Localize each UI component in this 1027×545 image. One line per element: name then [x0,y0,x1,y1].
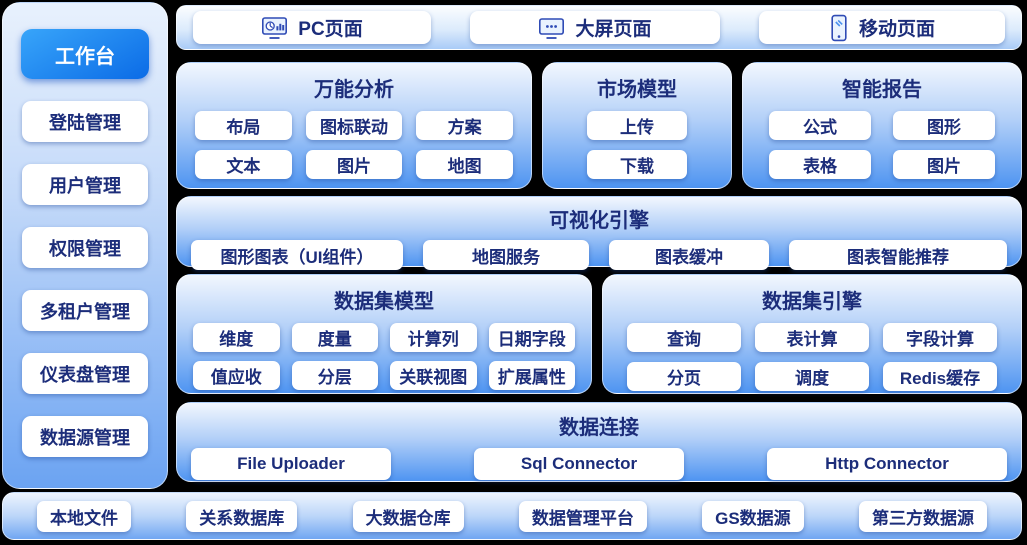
table-button[interactable]: 表格 [769,150,871,179]
mobile-page-label: 移动页面 [858,19,935,40]
linked-view-button[interactable]: 关联视图 [390,361,477,390]
data-management-platform-button[interactable]: 数据管理平台 [518,500,647,532]
main-area: PC页面 大屏页面 移动页面 [176,0,1022,545]
smart-report-panel: 智能报告 公式 图形 表格 图片 [742,62,1022,189]
query-button[interactable]: 查询 [627,323,741,352]
dataset-model-panel: 数据集模型 维度 度量 计算列 日期字段 值应收 分层 关联视图 扩展属性 [176,274,592,394]
viz-engine-panel: 可视化引擎 图形图表（UI组件） 地图服务 图表缓冲 图表智能推荐 [176,196,1022,270]
map-button[interactable]: 地图 [416,150,513,179]
upload-button[interactable]: 上传 [587,111,687,140]
market-model-buttons: 上传 下载 [543,102,731,179]
pc-page-label: PC页面 [298,19,363,40]
image-button[interactable]: 图片 [305,150,403,179]
dataset-engine-buttons: 查询 表计算 字段计算 分页 调度 Redis缓存 [603,314,1021,391]
chart-buffer-button[interactable]: 图表缓冲 [609,240,769,270]
sidebar-item-workbench[interactable]: 工作台 [21,29,149,79]
measure-button[interactable]: 度量 [291,323,378,352]
viz-engine-buttons: 图形图表（UI组件） 地图服务 图表缓冲 图表智能推荐 [177,233,1021,270]
mobile-page-button[interactable]: 移动页面 [759,11,1005,44]
pc-screen-chart-icon [261,15,288,41]
relational-db-button[interactable]: 关系数据库 [186,500,298,532]
gs-datasource-button[interactable]: GS数据源 [702,500,804,532]
file-uploader-button[interactable]: File Uploader [191,448,391,480]
pc-page-button[interactable]: PC页面 [193,11,431,44]
scheduling-button[interactable]: 调度 [755,362,869,391]
data-connect-buttons: File Uploader Sql Connector Http Connect… [177,440,1021,480]
pagination-button[interactable]: 分页 [627,362,741,391]
smart-report-buttons: 公式 图形 表格 图片 [743,102,1021,179]
market-model-title: 市场模型 [597,79,677,101]
data-sources-bar: 本地文件 关系数据库 大数据仓库 数据管理平台 GS数据源 第三方数据源 [2,492,1022,540]
sidebar-item-datasource-management[interactable]: 数据源管理 [22,416,148,457]
dataset-engine-panel: 数据集引擎 查询 表计算 字段计算 分页 调度 Redis缓存 [602,274,1022,394]
sidebar: 工作台 登陆管理 用户管理 权限管理 多租户管理 仪表盘管理 数据源管理 [2,2,168,489]
sidebar-item-multitenant-management[interactable]: 多租户管理 [22,290,148,331]
market-model-panel: 市场模型 上传 下载 [542,62,732,189]
smart-report-title: 智能报告 [842,79,922,101]
sidebar-item-user-management[interactable]: 用户管理 [22,164,148,205]
field-calc-button[interactable]: 字段计算 [883,323,997,352]
value-mapping-button[interactable]: 值应收 [193,361,280,390]
universal-analysis-title: 万能分析 [314,79,394,101]
universal-analysis-buttons: 布局 图标联动 方案 文本 图片 地图 [177,102,531,179]
chart-smart-recommend-button[interactable]: 图表智能推荐 [789,240,1007,270]
calculated-column-button[interactable]: 计算列 [390,323,477,352]
universal-analysis-panel: 万能分析 布局 图标联动 方案 文本 图片 地图 [176,62,532,189]
download-button[interactable]: 下载 [587,150,687,179]
text-button[interactable]: 文本 [195,150,292,179]
layout-button[interactable]: 布局 [195,111,292,140]
big-data-warehouse-button[interactable]: 大数据仓库 [352,500,464,532]
data-connect-panel: 数据连接 File Uploader Sql Connector Http Co… [176,402,1022,482]
picture-button[interactable]: 图片 [893,150,995,179]
sidebar-item-dashboard-management[interactable]: 仪表盘管理 [22,353,148,394]
data-connect-title: 数据连接 [559,417,639,439]
local-file-button[interactable]: 本地文件 [37,500,131,532]
third-party-datasource-button[interactable]: 第三方数据源 [858,500,987,532]
sql-connector-button[interactable]: Sql Connector [474,448,684,480]
page-type-strip: PC页面 大屏页面 移动页面 [176,5,1022,50]
extended-attribute-button[interactable]: 扩展属性 [488,361,575,390]
chart-linkage-button[interactable]: 图标联动 [305,111,403,140]
dataset-model-buttons: 维度 度量 计算列 日期字段 值应收 分层 关联视图 扩展属性 [177,314,591,390]
http-connector-button[interactable]: Http Connector [767,448,1007,480]
big-screen-page-label: 大屏页面 [575,19,652,40]
graphic-button[interactable]: 图形 [893,111,995,140]
dimension-button[interactable]: 维度 [193,323,280,352]
big-screen-icon [538,15,565,41]
mobile-phone-icon [829,14,849,42]
dataset-engine-title: 数据集引擎 [762,291,862,313]
table-calc-button[interactable]: 表计算 [755,323,869,352]
dataset-model-title: 数据集模型 [334,291,434,313]
big-screen-page-button[interactable]: 大屏页面 [470,11,720,44]
scheme-button[interactable]: 方案 [416,111,513,140]
ui-charts-button[interactable]: 图形图表（UI组件） [191,240,403,270]
sidebar-item-login-management[interactable]: 登陆管理 [22,101,148,142]
map-service-button[interactable]: 地图服务 [423,240,589,270]
viz-engine-title: 可视化引擎 [549,210,649,232]
formula-button[interactable]: 公式 [769,111,871,140]
redis-cache-button[interactable]: Redis缓存 [883,362,997,391]
date-field-button[interactable]: 日期字段 [488,323,575,352]
sidebar-item-permission-management[interactable]: 权限管理 [22,227,148,268]
hierarchy-button[interactable]: 分层 [291,361,378,390]
